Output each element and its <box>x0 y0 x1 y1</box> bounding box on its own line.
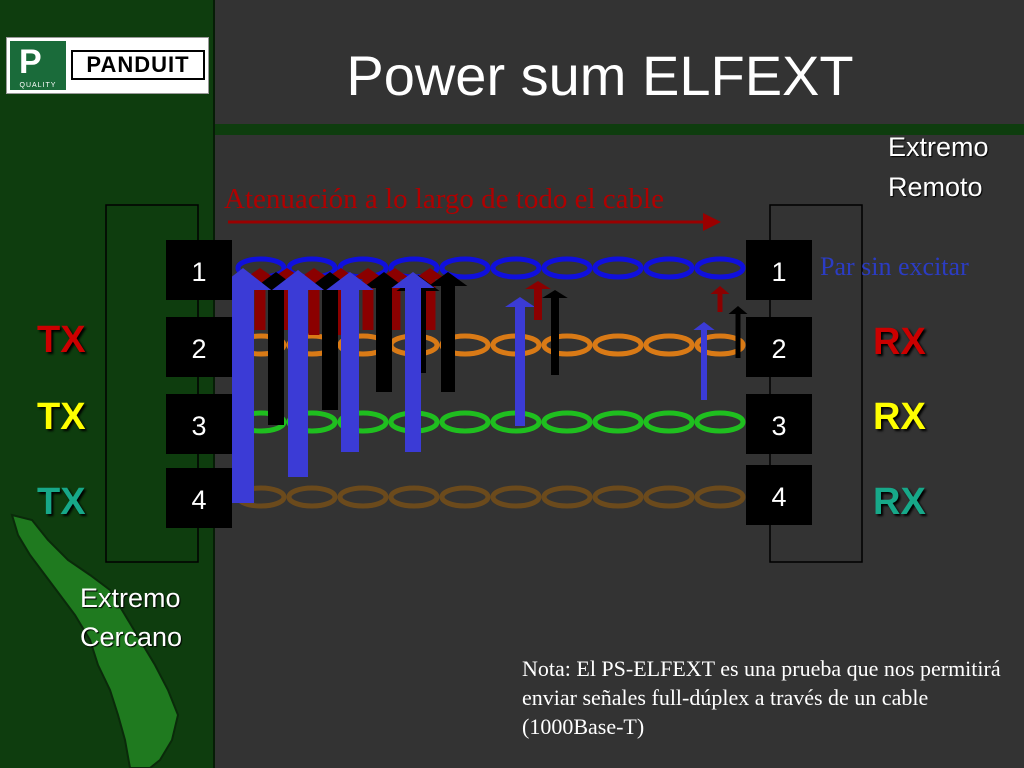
logo-brand-text: PANDUIT <box>71 50 205 80</box>
crosstalk-arrow <box>391 272 435 452</box>
far-pair-box-4: 4 <box>746 465 812 525</box>
far-end-label-2: Remoto <box>888 172 983 202</box>
pair-1-twist <box>541 256 593 280</box>
crosstalk-arrow <box>710 286 730 312</box>
crosstalk-arrow <box>254 272 298 425</box>
near-pair-box-3: 3 <box>166 394 232 454</box>
note-text: Nota: El PS-ELFEXT es una prueba que nos… <box>522 656 1001 739</box>
title-rule <box>215 124 1024 135</box>
pair-4-twist <box>643 485 695 509</box>
crosstalk-arrow <box>428 272 468 392</box>
unexcited-pair-label: Par sin excitar <box>820 252 969 281</box>
pair-3-twist <box>541 410 593 434</box>
crosstalk-arrow <box>378 268 412 330</box>
tx-label-3: TX <box>37 481 86 523</box>
pair-4-twist <box>490 485 542 509</box>
crosstalk-arrow <box>525 281 551 320</box>
pair-4-twist <box>439 485 491 509</box>
far-pair-box-1: 1 <box>746 240 812 300</box>
pair-3-twist <box>643 410 695 434</box>
pair-3-twist <box>694 410 746 434</box>
crosstalk-arrow <box>351 268 385 330</box>
panduit-logo: P QUALITY PANDUIT <box>6 37 209 94</box>
attenuation-label: Atenuación a lo largo de todo el cable <box>224 183 664 215</box>
pair-2-twist <box>694 333 746 357</box>
pair-2-twist <box>643 333 695 357</box>
pair-4-twist <box>337 485 389 509</box>
crosstalk-arrow <box>270 268 304 330</box>
near-pair-box-1: 1 <box>166 240 232 300</box>
crosstalk-arrow <box>728 306 748 358</box>
near-pair-box-2: 2 <box>166 317 232 377</box>
crosstalk-arrow <box>505 297 535 426</box>
logo-symbol: P <box>19 43 42 81</box>
crosstalk-arrow <box>413 268 447 330</box>
quality-badge: P QUALITY <box>10 41 66 90</box>
pair-1-twist <box>490 256 542 280</box>
crosstalk-arrow <box>326 272 374 452</box>
pair-4-twist <box>388 485 440 509</box>
pair-1-twist <box>643 256 695 280</box>
logo-quality-text: QUALITY <box>19 82 57 89</box>
rx-label-3: RX <box>873 481 926 523</box>
crosstalk-arrow <box>243 268 277 330</box>
far-end-label-1: Extremo <box>888 132 989 162</box>
crosstalk-arrow <box>362 272 406 392</box>
pair-2-twist <box>541 333 593 357</box>
pair-4-twist <box>694 485 746 509</box>
far-end-frame <box>769 204 863 563</box>
crosstalk-arrow <box>272 270 324 477</box>
tx-label-2: TX <box>37 396 86 438</box>
crosstalk-arrow <box>542 290 568 375</box>
near-end-label-1: Extremo <box>80 583 181 613</box>
rx-label-1: RX <box>873 321 926 363</box>
pair-4-twist <box>592 485 644 509</box>
near-end-label-2: Cercano <box>80 622 183 652</box>
crosstalk-arrow <box>693 322 715 400</box>
pair-4-twist <box>286 485 338 509</box>
far-pair-box-2: 2 <box>746 317 812 377</box>
pair-1-twist <box>694 256 746 280</box>
pair-3-twist <box>592 410 644 434</box>
near-end-frame <box>105 204 199 563</box>
tx-label-1: TX <box>37 319 86 361</box>
pair-1-twist <box>439 256 491 280</box>
pair-3-twist <box>337 410 389 434</box>
far-pair-box-3: 3 <box>746 394 812 454</box>
pair-3-twist <box>439 410 491 434</box>
slide-title: Power sum ELFEXT <box>346 44 854 107</box>
near-pair-box-4: 4 <box>166 468 232 528</box>
crosstalk-arrow <box>297 268 331 335</box>
rx-label-2: RX <box>873 396 926 438</box>
crosstalk-arrow <box>308 272 352 410</box>
pair-1-twist <box>592 256 644 280</box>
pair-4-twist <box>541 485 593 509</box>
latin-america-map <box>10 513 180 768</box>
pair-2-twist <box>592 333 644 357</box>
crosstalk-arrow <box>214 268 272 503</box>
